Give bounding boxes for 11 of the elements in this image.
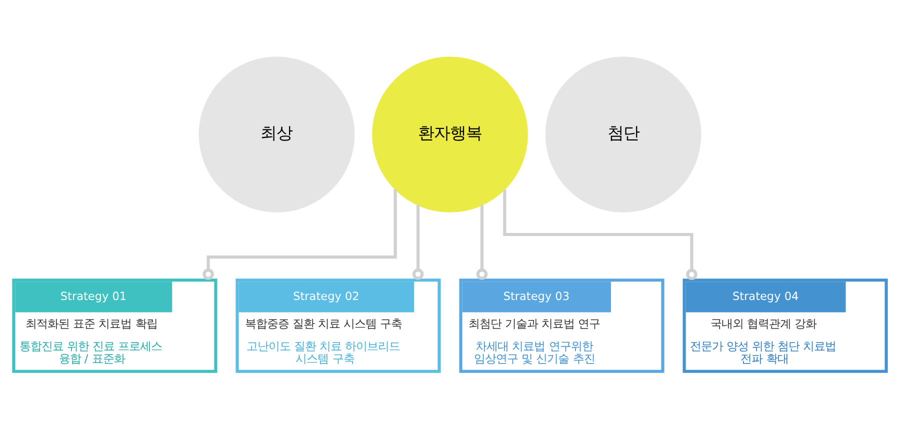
node-box: Strategy 02 복합중증 질환 치료 시스템 구축 고난이도 질환 치료 하이브리드 시스템 구축: [236, 278, 441, 372]
connector: [202, 188, 397, 280]
node-box: Strategy 01 최적화된 표준 치료법 확립 통합진료 위한 진료 프로세스 융합 / 표준화: [12, 278, 218, 372]
node-box: Strategy 04 국내외 협력관계 강화 전문가 양성 위한 첨단 치료법 전파 확대: [682, 278, 888, 372]
connector: [503, 188, 698, 280]
node-circle: 환자행복: [372, 56, 528, 212]
connector: [412, 204, 424, 280]
node-circle: 첨단: [545, 56, 702, 212]
node-box: Strategy 03 최첨단 기술과 치료법 연구 차세대 치료법 연구위한 임상연구 및 신기술 추진: [459, 278, 664, 372]
connector: [476, 204, 488, 280]
node-circle: 최상: [198, 56, 355, 212]
